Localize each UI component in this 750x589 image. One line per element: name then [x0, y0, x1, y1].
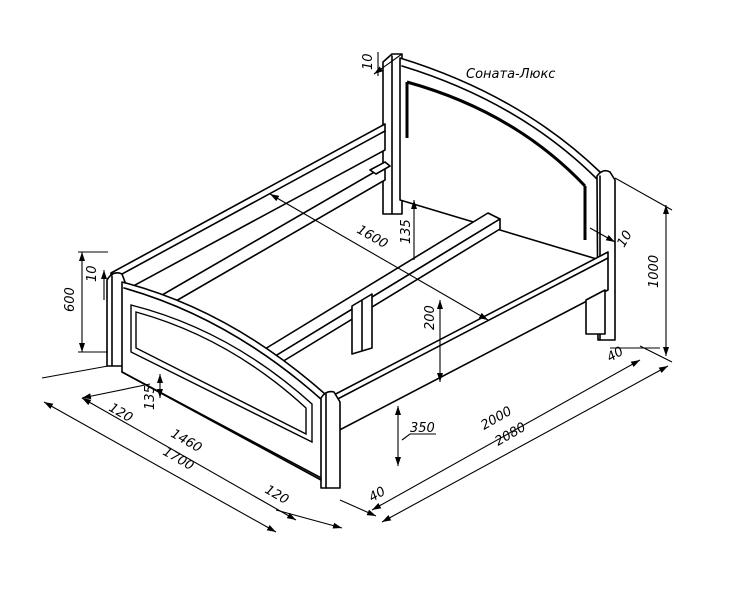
dim-inner-width: 1600 — [354, 222, 390, 252]
left-side-rail — [110, 123, 391, 317]
dim-headboard-side: 10 — [614, 228, 635, 250]
dim-post-width-right: 120 — [262, 482, 291, 507]
footboard — [106, 272, 341, 489]
dim-headboard-top: 10 — [361, 53, 376, 70]
dim-slat-gap: 135 — [399, 219, 414, 244]
dim-footboard-panel: 135 — [143, 385, 158, 410]
dim-floor-clearance: 350 — [410, 421, 435, 436]
dim-footboard-top: 10 — [85, 265, 100, 282]
drawing-title: Соната-Люкс — [466, 67, 555, 82]
dim-headboard-height: 1000 — [647, 255, 662, 288]
dim-footboard-post: 120 — [106, 400, 135, 425]
dim-side-rail-height: 200 — [423, 305, 438, 330]
dim-footboard-height: 600 — [63, 287, 78, 312]
dim-leg-back: 40 — [605, 344, 627, 365]
